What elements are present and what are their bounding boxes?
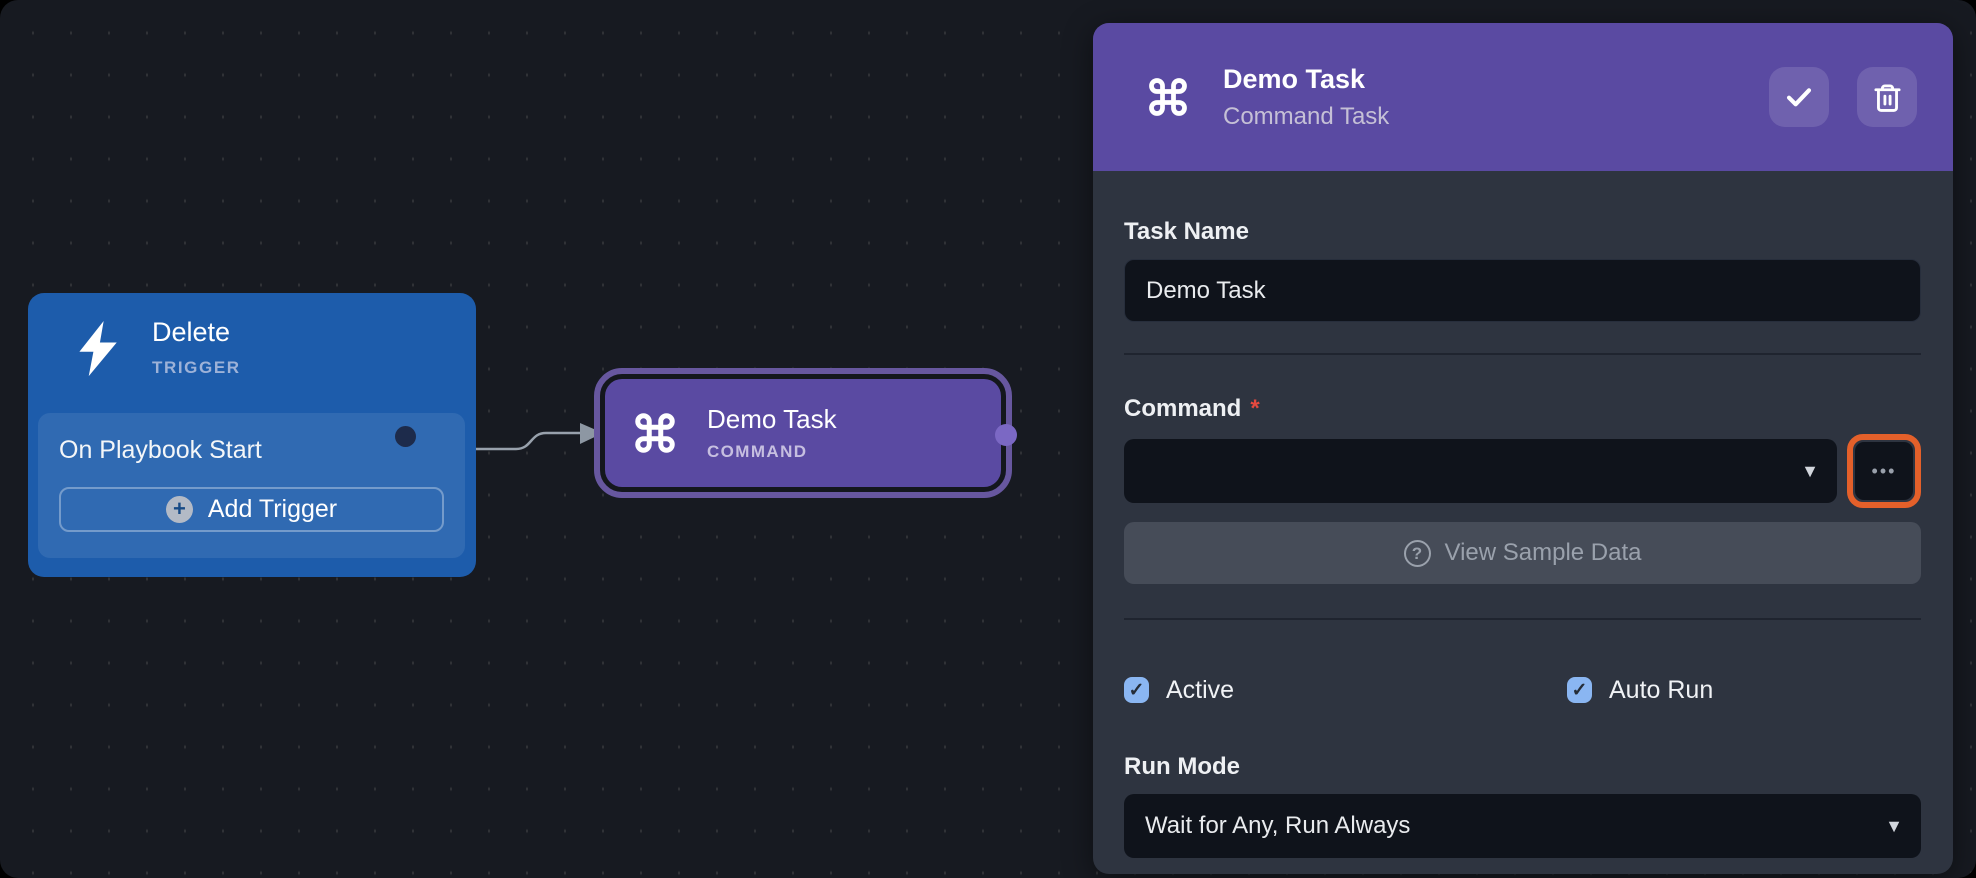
panel-header: Demo Task Command Task bbox=[1093, 23, 1953, 171]
auto-run-checkbox-field[interactable]: ✓ Auto Run bbox=[1567, 677, 1713, 703]
trigger-node-header: Delete TRIGGER bbox=[28, 293, 476, 377]
edge-line bbox=[433, 431, 582, 451]
trigger-output-port[interactable] bbox=[395, 426, 416, 447]
panel-body: Task Name Command* ▼ ••• ? View Sample D… bbox=[1093, 171, 1953, 858]
add-trigger-label: Add Trigger bbox=[207, 495, 338, 523]
plus-icon: + bbox=[165, 496, 193, 523]
trigger-item-on-playbook-start[interactable]: On Playbook Start bbox=[59, 436, 262, 464]
task-node-kicker: COMMAND bbox=[707, 442, 808, 461]
checkbox-checked-icon[interactable]: ✓ bbox=[1567, 677, 1592, 703]
view-sample-data-label: View Sample Data bbox=[1444, 539, 1642, 566]
run-mode-select[interactable]: Wait for Any, Run Always ▼ bbox=[1124, 794, 1921, 858]
checkbox-row: ✓ Active ✓ Auto Run bbox=[1124, 677, 1921, 703]
task-node-selection-ring: Demo Task COMMAND bbox=[594, 368, 1012, 498]
question-circle-icon: ? bbox=[1403, 539, 1431, 567]
view-sample-data-button[interactable]: ? View Sample Data bbox=[1124, 522, 1921, 584]
command-icon bbox=[1149, 78, 1187, 116]
add-trigger-button[interactable]: + Add Trigger bbox=[59, 487, 444, 532]
command-icon bbox=[635, 413, 675, 453]
trigger-list-card: On Playbook Start + Add Trigger bbox=[38, 413, 465, 558]
panel-subtitle: Command Task bbox=[1223, 102, 1390, 130]
active-checkbox-label: Active bbox=[1166, 675, 1235, 704]
trigger-node-kicker: TRIGGER bbox=[152, 358, 241, 377]
edge-arrowhead-icon bbox=[580, 423, 603, 444]
task-node[interactable]: Demo Task COMMAND bbox=[605, 379, 1001, 487]
delete-task-button[interactable] bbox=[1857, 67, 1917, 127]
panel-title: Demo Task bbox=[1223, 63, 1366, 94]
trash-icon bbox=[1873, 83, 1901, 112]
divider bbox=[1124, 353, 1921, 355]
checkbox-checked-icon[interactable]: ✓ bbox=[1124, 677, 1149, 703]
required-asterisk: * bbox=[1250, 395, 1260, 422]
chevron-down-icon: ▼ bbox=[1801, 461, 1819, 481]
task-details-panel: Demo Task Command Task Task Name Command… bbox=[1093, 23, 1953, 874]
check-icon bbox=[1786, 88, 1812, 107]
task-name-label: Task Name bbox=[1124, 218, 1249, 245]
run-mode-select-value: Wait for Any, Run Always bbox=[1145, 812, 1411, 839]
confirm-button[interactable] bbox=[1769, 67, 1829, 127]
highlight-ring: ••• bbox=[1847, 434, 1921, 508]
task-name-input[interactable] bbox=[1124, 259, 1921, 322]
run-mode-label: Run Mode bbox=[1124, 753, 1240, 780]
task-node-title: Demo Task bbox=[707, 404, 837, 434]
lightning-icon bbox=[79, 321, 117, 377]
chevron-down-icon: ▼ bbox=[1885, 816, 1903, 836]
command-select-row: ▼ ••• bbox=[1124, 434, 1921, 508]
ellipsis-icon: ••• bbox=[1871, 461, 1897, 481]
command-select[interactable]: ▼ bbox=[1124, 439, 1837, 503]
divider bbox=[1124, 618, 1921, 620]
command-label: Command* bbox=[1124, 395, 1260, 422]
active-checkbox-field[interactable]: ✓ Active bbox=[1124, 677, 1567, 703]
auto-run-checkbox-label: Auto Run bbox=[1609, 675, 1714, 704]
trigger-node-title: Delete bbox=[152, 317, 231, 347]
task-output-port[interactable] bbox=[995, 424, 1017, 446]
command-more-button[interactable]: ••• bbox=[1855, 442, 1913, 500]
